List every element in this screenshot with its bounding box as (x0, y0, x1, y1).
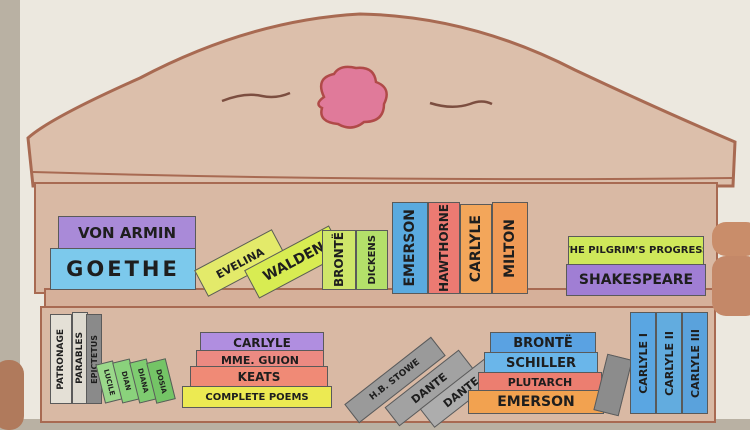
book-hawthorne: HAWTHORNE (428, 202, 460, 294)
book-carlyle-stack: CARLYLE (200, 332, 324, 354)
finger-left (0, 360, 24, 430)
book-carlyle-i: CARLYLE I (630, 312, 656, 414)
book-bronte-stack: BRONTË (490, 332, 596, 354)
book-mme-guion: MME. GUION (196, 350, 324, 370)
book-carlyle-top: CARLYLE (460, 204, 492, 294)
book-emerson-top: EMERSON (392, 202, 428, 294)
book-schiller: SCHILLER (484, 352, 598, 374)
book-goethe: GOETHE (50, 248, 196, 290)
book-dickens: DICKENS (356, 230, 388, 290)
book-bronte-top: BRONTË (322, 230, 356, 290)
left-scroll (221, 91, 291, 103)
right-scroll (429, 100, 493, 108)
book-plutarch: PLUTARCH (478, 372, 602, 392)
book-emerson-stack: EMERSON (468, 390, 604, 414)
book-pilgrims-progress: THE PILGRIM'S PROGRESS (568, 236, 704, 266)
flower-ornament (317, 65, 388, 129)
finger-right-lower (712, 256, 750, 316)
finger-right-upper (712, 222, 750, 256)
book-keats: KEATS (190, 366, 328, 388)
book-patronage: PATRONAGE (50, 314, 72, 404)
book-shakespeare: SHAKESPEARE (566, 264, 706, 296)
book-milton: MILTON (492, 202, 528, 294)
book-carlyle-ii: CARLYLE II (656, 312, 682, 414)
book-complete-poems: COMPLETE POEMS (182, 386, 332, 408)
book-von-armin: VON ARMIN (58, 216, 196, 250)
book-epictetus: EPICTETUS (86, 314, 102, 404)
book-carlyle-iii: CARLYLE III (682, 312, 708, 414)
bookcase-crown (26, 12, 737, 188)
